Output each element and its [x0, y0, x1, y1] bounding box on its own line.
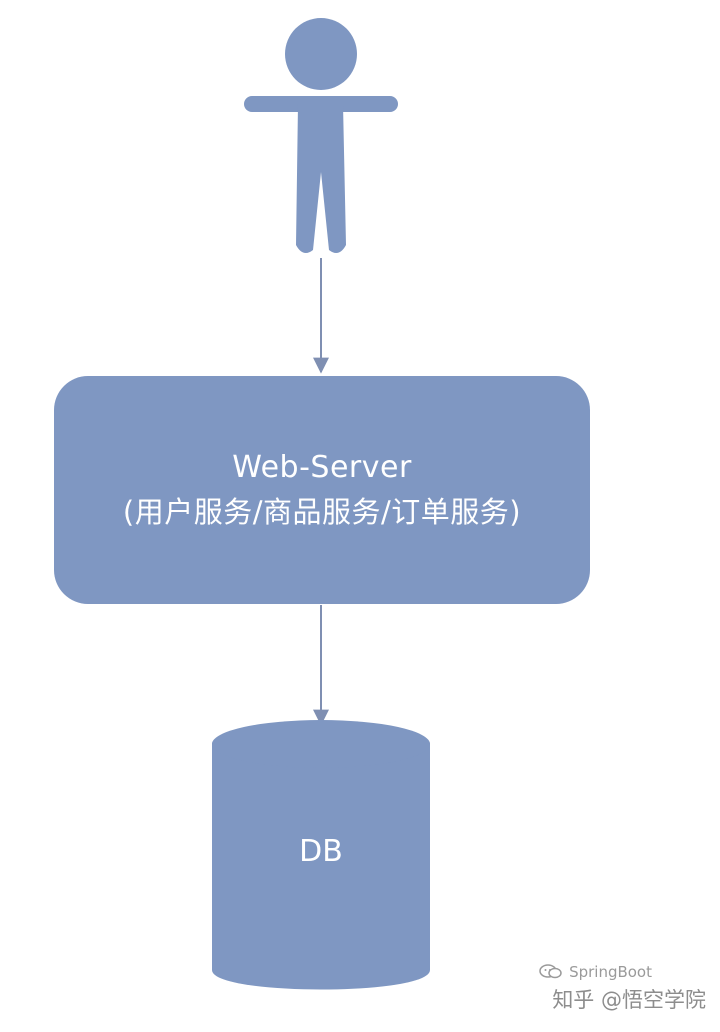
web-server-services: (用户服务/商品服务/订单服务) — [122, 495, 522, 529]
watermark-zhihu-text: 知乎 @悟空学院 — [552, 988, 706, 1012]
web-server-title: Web-Server — [232, 450, 412, 485]
database-cylinder — [212, 720, 430, 990]
watermark: SpringBoot 知乎 @悟空学院 — [539, 962, 706, 1014]
wechat-icon — [539, 963, 563, 981]
watermark-springboot: SpringBoot — [539, 962, 652, 982]
person-icon — [244, 18, 398, 254]
watermark-line1-text: SpringBoot — [569, 963, 652, 981]
database-label: DB — [299, 834, 343, 869]
web-server-node: Web-Server (用户服务/商品服务/订单服务) — [54, 376, 590, 604]
